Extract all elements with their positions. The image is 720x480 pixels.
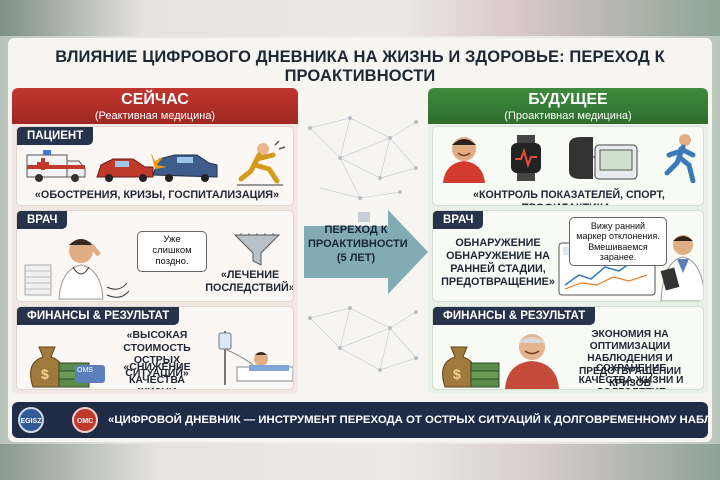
car-crash-icon bbox=[96, 153, 218, 182]
future-finance-caption-1: ЭКОНОМИЯ НА ОПТИМИЗАЦИИ НАБЛЮДЕНИЯ И ПРЕ… bbox=[578, 329, 682, 389]
future-doctor-bubble: Вижу ранний маркер отклонения. Вмешиваем… bbox=[569, 217, 667, 267]
future-finance-panel: ФИНАНСЫ & РЕЗУЛЬТАТ $ ЭКОНОМИЯ НА ОПТИМИ… bbox=[432, 306, 704, 390]
future-doctor-tag: ВРАЧ bbox=[433, 211, 484, 229]
now-finance-panel: ФИНАНСЫ & РЕЗУЛЬТАТ $ OMS «ВЫСОКАЯ СТОИМ… bbox=[16, 306, 294, 390]
now-finance-tag: ФИНАНСЫ & РЕЗУЛЬТАТ bbox=[17, 307, 180, 325]
blood-pressure-monitor-icon bbox=[569, 137, 638, 180]
now-heading: СЕЙЧАС bbox=[121, 91, 189, 108]
now-subheading: (Реактивная медицина) bbox=[94, 110, 216, 122]
falling-person-icon bbox=[237, 141, 286, 186]
doctor-icon bbox=[24, 239, 130, 300]
oms-card: OMS bbox=[75, 365, 105, 383]
database-icon bbox=[358, 212, 370, 222]
now-patient-tag: ПАЦИЕНТ bbox=[17, 127, 94, 145]
now-finance-caption-1: «ВЫСОКАЯ СТОИМОСТЬ ОСТРЫХ СИТУАЦИЙ» bbox=[123, 329, 191, 379]
future-doctor-panel: ВРАЧ ОБНАРУЖЕНИЕ ОБНАРУЖЕНИЕ НА РАННЕЙ С… bbox=[432, 210, 704, 302]
oms-badge: OMC bbox=[72, 407, 98, 433]
egisz-badge: EGISZ bbox=[18, 407, 44, 433]
network-graphic bbox=[308, 116, 418, 372]
transition-arrow bbox=[304, 210, 428, 294]
now-doctor-bubble: Уже слишком поздно. bbox=[137, 231, 207, 272]
infographic-poster: ВЛИЯНИЕ ЦИФРОВОГО ДНЕВНИКА НА ЖИЗНЬ И ЗД… bbox=[8, 38, 712, 442]
now-column: СЕЙЧАС (Реактивная медицина) ПАЦИЕНТ bbox=[12, 88, 298, 394]
now-patient-caption: «ОБОСТРЕНИЯ, КРИЗЫ, ГОСПИТАЛИЗАЦИЯ» bbox=[34, 189, 280, 201]
now-finance-caption-2: «СНИЖЕНИЕ КАЧЕСТВА ЖИЗНИ bbox=[123, 361, 191, 389]
runner-icon bbox=[664, 134, 696, 183]
money-bag-icon: $ bbox=[30, 346, 90, 388]
poster-title: ВЛИЯНИЕ ЦИФРОВОГО ДНЕВНИКА НА ЖИЗНЬ И ЗД… bbox=[55, 48, 665, 85]
future-finance-caption-2: СОХРАНЕНИЕ КАЧЕСТВА ЖИЗНИ И ДОЛГОЛЕТИЕ bbox=[578, 363, 684, 389]
transition-label: ПЕРЕХОД К ПРОАКТИВНОСТИ (5 ЛЕТ) bbox=[308, 224, 408, 264]
filter-funnel-icon bbox=[233, 233, 281, 266]
now-header: СЕЙЧАС (Реактивная медицина) bbox=[12, 88, 298, 124]
money-bag-icon: $ bbox=[442, 346, 500, 388]
blurred-top-border bbox=[0, 0, 720, 36]
footer-text: «ЦИФРОВОЙ ДНЕВНИК — ИНСТРУМЕНТ ПЕРЕХОДА … bbox=[108, 414, 712, 426]
elderly-man-icon bbox=[505, 334, 559, 389]
blurred-bottom-border bbox=[0, 444, 720, 480]
now-doctor-panel: ВРАЧ Уже слишком поздно. «ЛЕЧЕНИЕ ПОСЛЕД… bbox=[16, 210, 294, 302]
future-doctor-caption: ОБНАРУЖЕНИЕ ОБНАРУЖЕНИЕ НА РАННЕЙ СТАДИИ… bbox=[441, 237, 555, 288]
now-doctor-tag: ВРАЧ bbox=[17, 211, 68, 229]
now-patient-panel: ПАЦИЕНТ bbox=[16, 126, 294, 206]
svg-text:$: $ bbox=[453, 366, 461, 382]
now-doctor-caption: «ЛЕЧЕНИЕ ПОСЛЕДСТВИЙ» bbox=[205, 269, 294, 294]
future-finance-tag: ФИНАНСЫ & РЕЗУЛЬТАТ bbox=[433, 307, 596, 325]
smiling-man-icon bbox=[443, 137, 485, 183]
svg-text:$: $ bbox=[41, 366, 49, 382]
smartwatch-icon bbox=[511, 135, 541, 181]
future-heading: БУДУЩЕЕ bbox=[528, 91, 608, 108]
footer-banner: EGISZ OMC «ЦИФРОВОЙ ДНЕВНИК — ИНСТРУМЕНТ… bbox=[12, 402, 712, 438]
future-patient-caption: «КОНТРОЛЬ ПОКАЗАТЕЛЕЙ, СПОРТ, ПРОФИЛАКТИ… bbox=[473, 189, 665, 205]
future-column: БУДУЩЕЕ (Проактивная медицина) bbox=[428, 88, 708, 394]
future-subheading: (Проактивная медицина) bbox=[504, 110, 632, 122]
doctor-icon bbox=[660, 235, 703, 301]
ambulance-icon bbox=[26, 150, 86, 182]
iv-drip-icon bbox=[218, 331, 293, 385]
future-header: БУДУЩЕЕ (Проактивная медицина) bbox=[428, 88, 708, 124]
future-patient-panel: «КОНТРОЛЬ ПОКАЗАТЕЛЕЙ, СПОРТ, ПРОФИЛАКТИ… bbox=[432, 126, 704, 206]
